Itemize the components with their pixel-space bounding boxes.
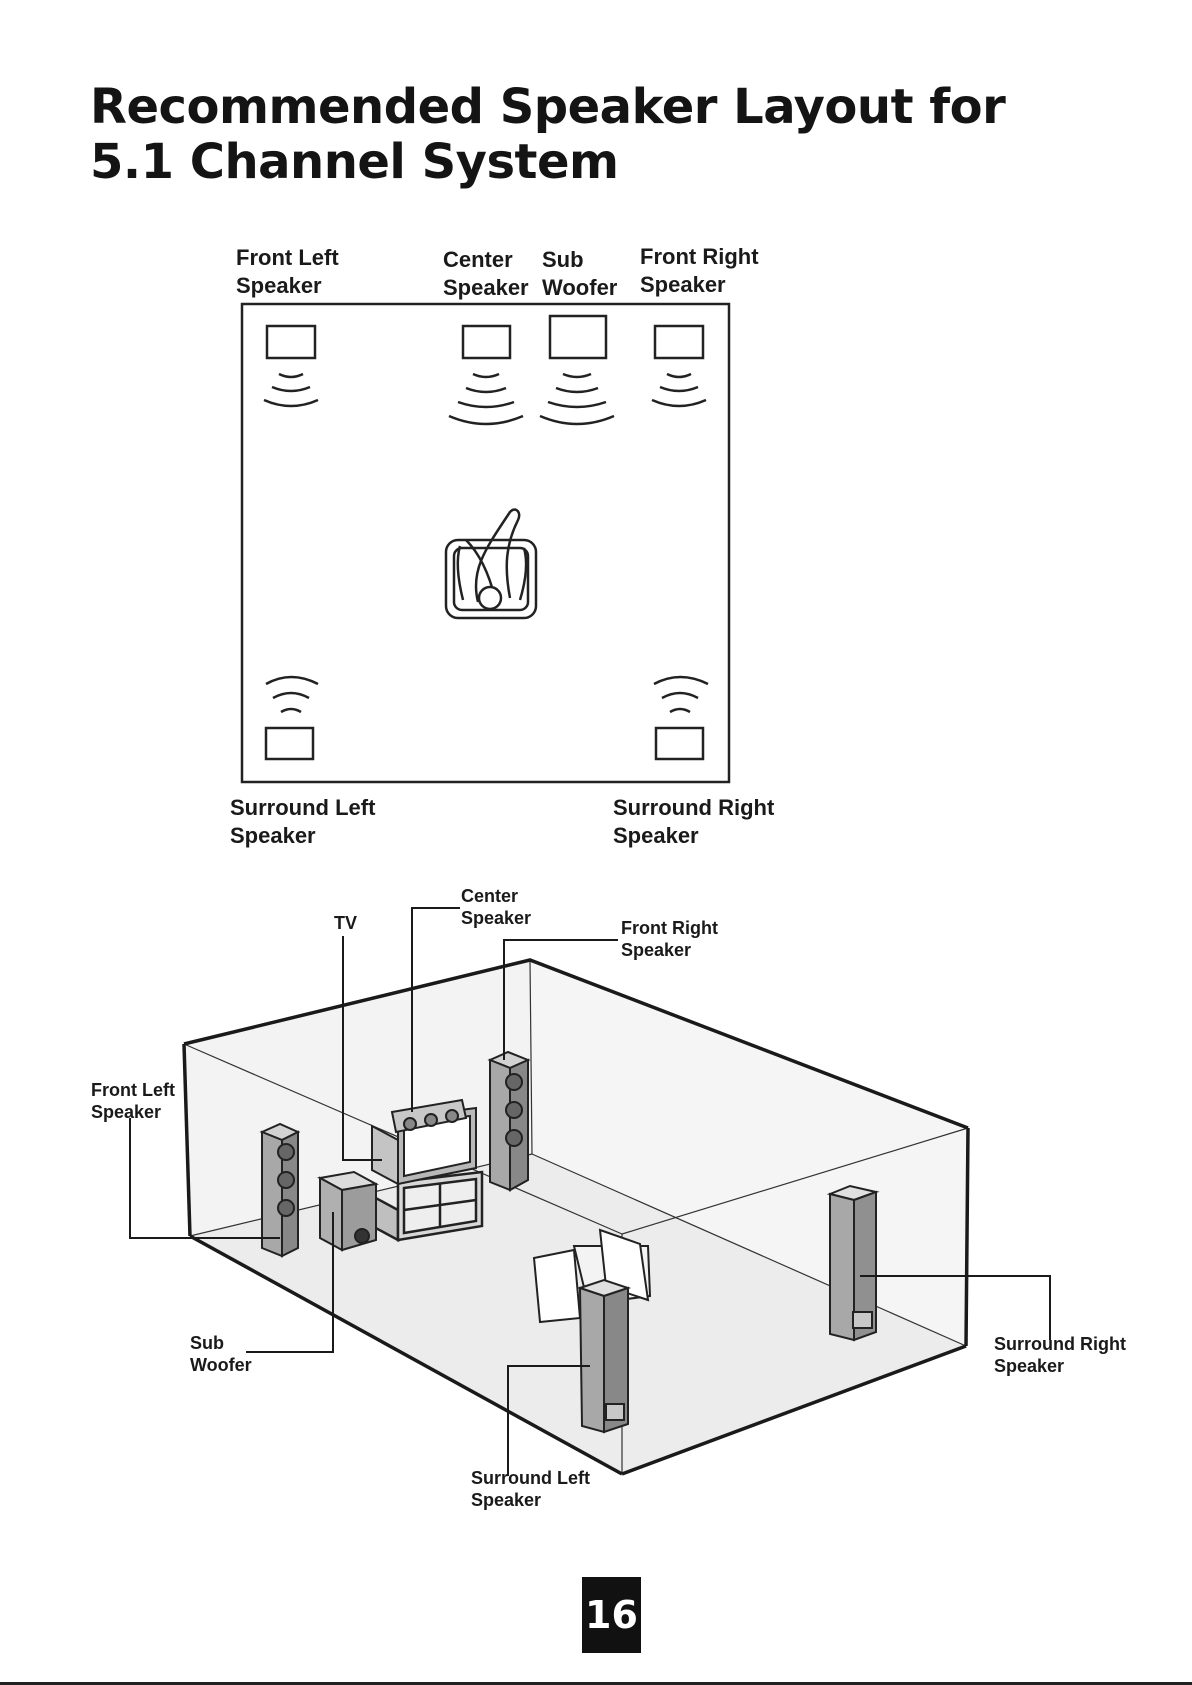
- sub-woofer-model-icon: [320, 1172, 376, 1250]
- room-perspective-diagram: [0, 0, 1192, 1560]
- page-number: 16: [582, 1577, 641, 1653]
- surround-left-speaker-model-icon: [580, 1280, 628, 1432]
- surround-right-speaker-model-icon: [830, 1186, 876, 1340]
- front-left-speaker-model-icon: [262, 1124, 298, 1256]
- front-right-speaker-model-icon: [490, 1052, 528, 1190]
- room-tv-label: TV: [334, 912, 357, 934]
